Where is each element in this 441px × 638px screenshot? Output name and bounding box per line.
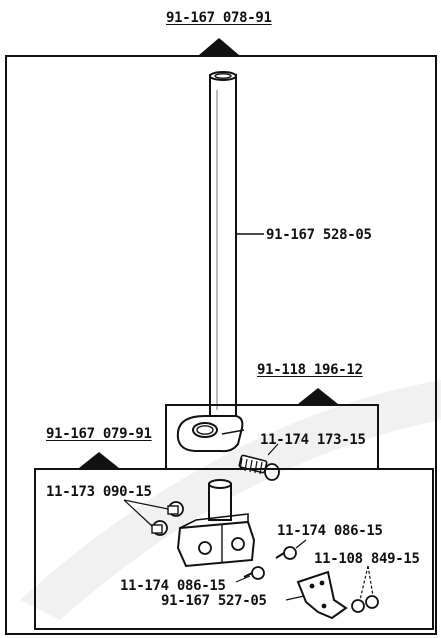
collar-assembly-label: 91-118 196-12	[257, 362, 363, 378]
set-screws	[151, 501, 184, 536]
collar-assembly-arrow	[298, 388, 338, 404]
bracket-label: 91-167 527-05	[161, 593, 267, 609]
screw-lower-leader	[235, 575, 251, 583]
watermark-swoosh	[20, 380, 441, 620]
top-assembly-arrow	[199, 38, 239, 55]
top-assembly-label: 91-167 078-91	[166, 10, 272, 26]
head-frame	[34, 468, 434, 630]
bracket-screws-label: 11-108 849-15	[314, 551, 420, 567]
set-screws-leader-b	[123, 499, 153, 527]
set-screws-label: 11-173 090-15	[46, 484, 152, 500]
bracket-screws	[351, 595, 379, 613]
collar-screw-label: 11-174 173-15	[260, 432, 366, 448]
main-frame	[5, 55, 437, 635]
collar-screw-leader	[267, 443, 279, 456]
collar-clamp	[176, 415, 245, 453]
screw-lower-label: 11-174 086-15	[120, 578, 226, 594]
head-assembly-label: 91-167 079-91	[46, 426, 152, 442]
bracket-screws-leader-a	[359, 565, 369, 601]
screw-lower	[243, 566, 265, 580]
screw-upper-label: 11-174 086-15	[277, 523, 383, 539]
bar	[209, 71, 237, 425]
bar-part-label: 91-167 528-05	[266, 227, 372, 243]
clamp-block	[176, 479, 256, 568]
head-assembly-arrow	[79, 452, 119, 468]
bracket	[296, 570, 348, 620]
bracket-leader	[285, 595, 305, 601]
screw-upper-leader	[295, 539, 307, 549]
set-screws-leader-a	[123, 499, 169, 510]
bracket-screws-leader-b	[367, 565, 374, 597]
screw-upper	[275, 546, 297, 560]
